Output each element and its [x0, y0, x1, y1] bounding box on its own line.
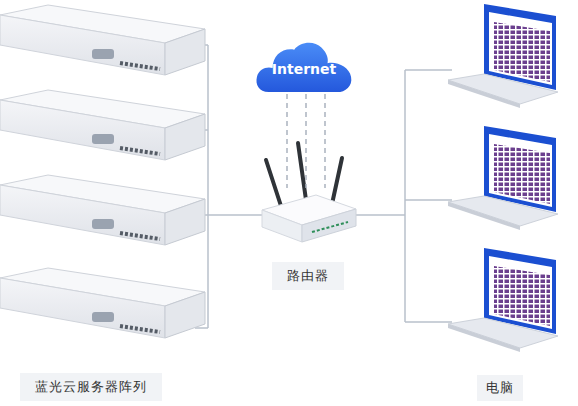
router-node: 路由器 [258, 188, 358, 292]
cloud-node: Internet [255, 40, 353, 94]
dashed-line [324, 94, 326, 188]
server-rack [0, 5, 205, 338]
router-label: 路由器 [272, 262, 344, 290]
dashed-line [305, 94, 307, 188]
dashed-line [286, 94, 288, 188]
cloud-label: Internet [255, 40, 353, 94]
dashed-link [287, 94, 325, 188]
caption-label: 电脑 [477, 375, 523, 401]
router-symbol [262, 143, 356, 242]
caption-label: 蓝光云服务器阵列 [20, 373, 162, 401]
laptop-group [448, 4, 558, 352]
